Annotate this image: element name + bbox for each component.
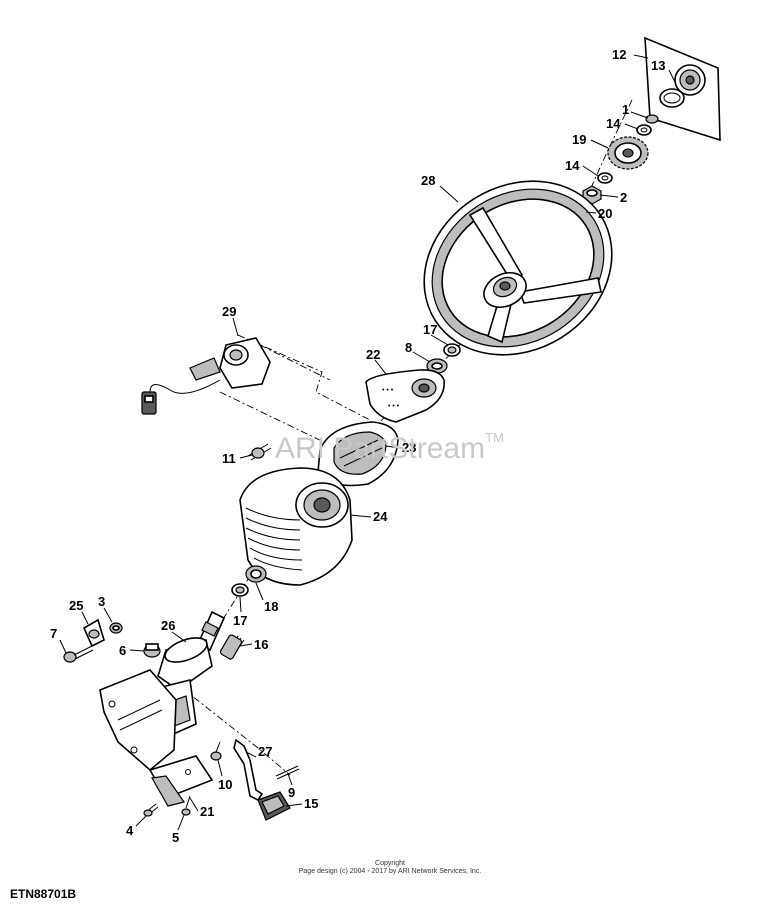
callout-10[interactable]: 10 (218, 777, 232, 792)
mounting-bracket (99, 669, 177, 772)
callout-14-lower[interactable]: 14 (565, 158, 580, 173)
wiring-route-line (219, 334, 371, 446)
part-14-washer-lower[interactable] (597, 172, 613, 184)
part-21-lower-bracket[interactable] (148, 755, 214, 807)
callout-24[interactable]: 24 (373, 509, 388, 524)
callout-13[interactable]: 13 (651, 58, 665, 73)
callout-26[interactable]: 26 (161, 618, 175, 633)
assembly-centerline (169, 99, 633, 691)
callout-5[interactable]: 5 (172, 830, 179, 845)
part-14-washer-upper[interactable] (636, 124, 652, 136)
callout-17-lower[interactable]: 17 (233, 613, 247, 628)
part-22-cover[interactable]: • • • • • • (365, 369, 445, 423)
callout-27[interactable]: 27 (258, 744, 272, 759)
callout-19[interactable]: 19 (572, 132, 586, 147)
copyright-line-2: Page design (c) 2004 - 2017 by ARI Netwo… (298, 868, 482, 875)
callout-16[interactable]: 16 (254, 637, 268, 652)
part-1-washer[interactable] (645, 114, 659, 124)
callout-11[interactable]: 11 (222, 451, 236, 466)
figure-id: ETN88701B (10, 887, 77, 901)
callout-15[interactable]: 15 (304, 796, 318, 811)
part-29-switch-harness[interactable] (141, 337, 271, 415)
callout-29[interactable]: 29 (222, 304, 236, 319)
callout-6[interactable]: 6 (119, 643, 126, 658)
callout-8[interactable]: 8 (405, 340, 412, 355)
callout-numbers: 12 13 1 14 19 14 2 20 28 17 8 22 29 11 2… (50, 47, 665, 845)
callout-4[interactable]: 4 (126, 823, 134, 838)
callout-14-upper[interactable]: 14 (606, 116, 621, 131)
callout-28[interactable]: 28 (421, 173, 435, 188)
part-18-washer[interactable] (245, 565, 267, 583)
callout-18[interactable]: 18 (264, 599, 278, 614)
callout-9[interactable]: 9 (288, 785, 295, 800)
part-10-screw[interactable] (210, 741, 222, 761)
callout-17-upper[interactable]: 17 (423, 322, 437, 337)
watermark: ARI PartStreamTM (275, 430, 504, 466)
callout-2[interactable]: 2 (620, 190, 627, 205)
callout-22[interactable]: 22 (366, 347, 380, 362)
callout-1[interactable]: 1 (622, 102, 629, 117)
part-8-washer[interactable] (426, 358, 448, 374)
part-16-spring[interactable] (219, 634, 245, 661)
assembly-centerline-lower (181, 687, 291, 776)
part-12-cap-plate[interactable] (644, 36, 721, 142)
part-3-nut[interactable] (109, 622, 123, 634)
part-11-screw[interactable] (247, 443, 272, 461)
callout-25[interactable]: 25 (69, 598, 83, 613)
callout-23[interactable]: 23 (402, 440, 416, 455)
watermark-text: ARI PartStream (275, 432, 486, 465)
copyright-notice: Copyright Page design (c) 2004 - 2017 by… (290, 860, 490, 876)
part-6-bolt[interactable] (143, 643, 161, 658)
part-7-bolt[interactable] (63, 645, 94, 663)
part-15-pad[interactable] (257, 791, 291, 821)
copyright-line-1: Copyright (375, 860, 405, 867)
callout-3[interactable]: 3 (98, 594, 105, 609)
part-17-bushing-lower[interactable] (231, 583, 249, 597)
svg-text:• • •: • • • (388, 403, 400, 410)
part-25-clamp[interactable] (82, 618, 105, 648)
part-5-screw[interactable] (181, 795, 191, 816)
callout-21[interactable]: 21 (200, 804, 214, 819)
part-19-gear[interactable] (607, 136, 649, 170)
callout-20[interactable]: 20 (598, 206, 612, 221)
callout-12[interactable]: 12 (612, 47, 626, 62)
trademark-mark: TM (485, 430, 504, 445)
svg-text:• • •: • • • (382, 387, 394, 394)
part-28-steering-wheel[interactable] (391, 147, 644, 390)
callout-leaders (59, 54, 677, 831)
part-17-bushing-upper[interactable] (443, 343, 461, 357)
part-13-snap-ring[interactable] (659, 88, 685, 108)
part-24-boot[interactable] (239, 467, 353, 586)
part-4-screw[interactable] (143, 803, 159, 817)
callout-7[interactable]: 7 (50, 626, 57, 641)
